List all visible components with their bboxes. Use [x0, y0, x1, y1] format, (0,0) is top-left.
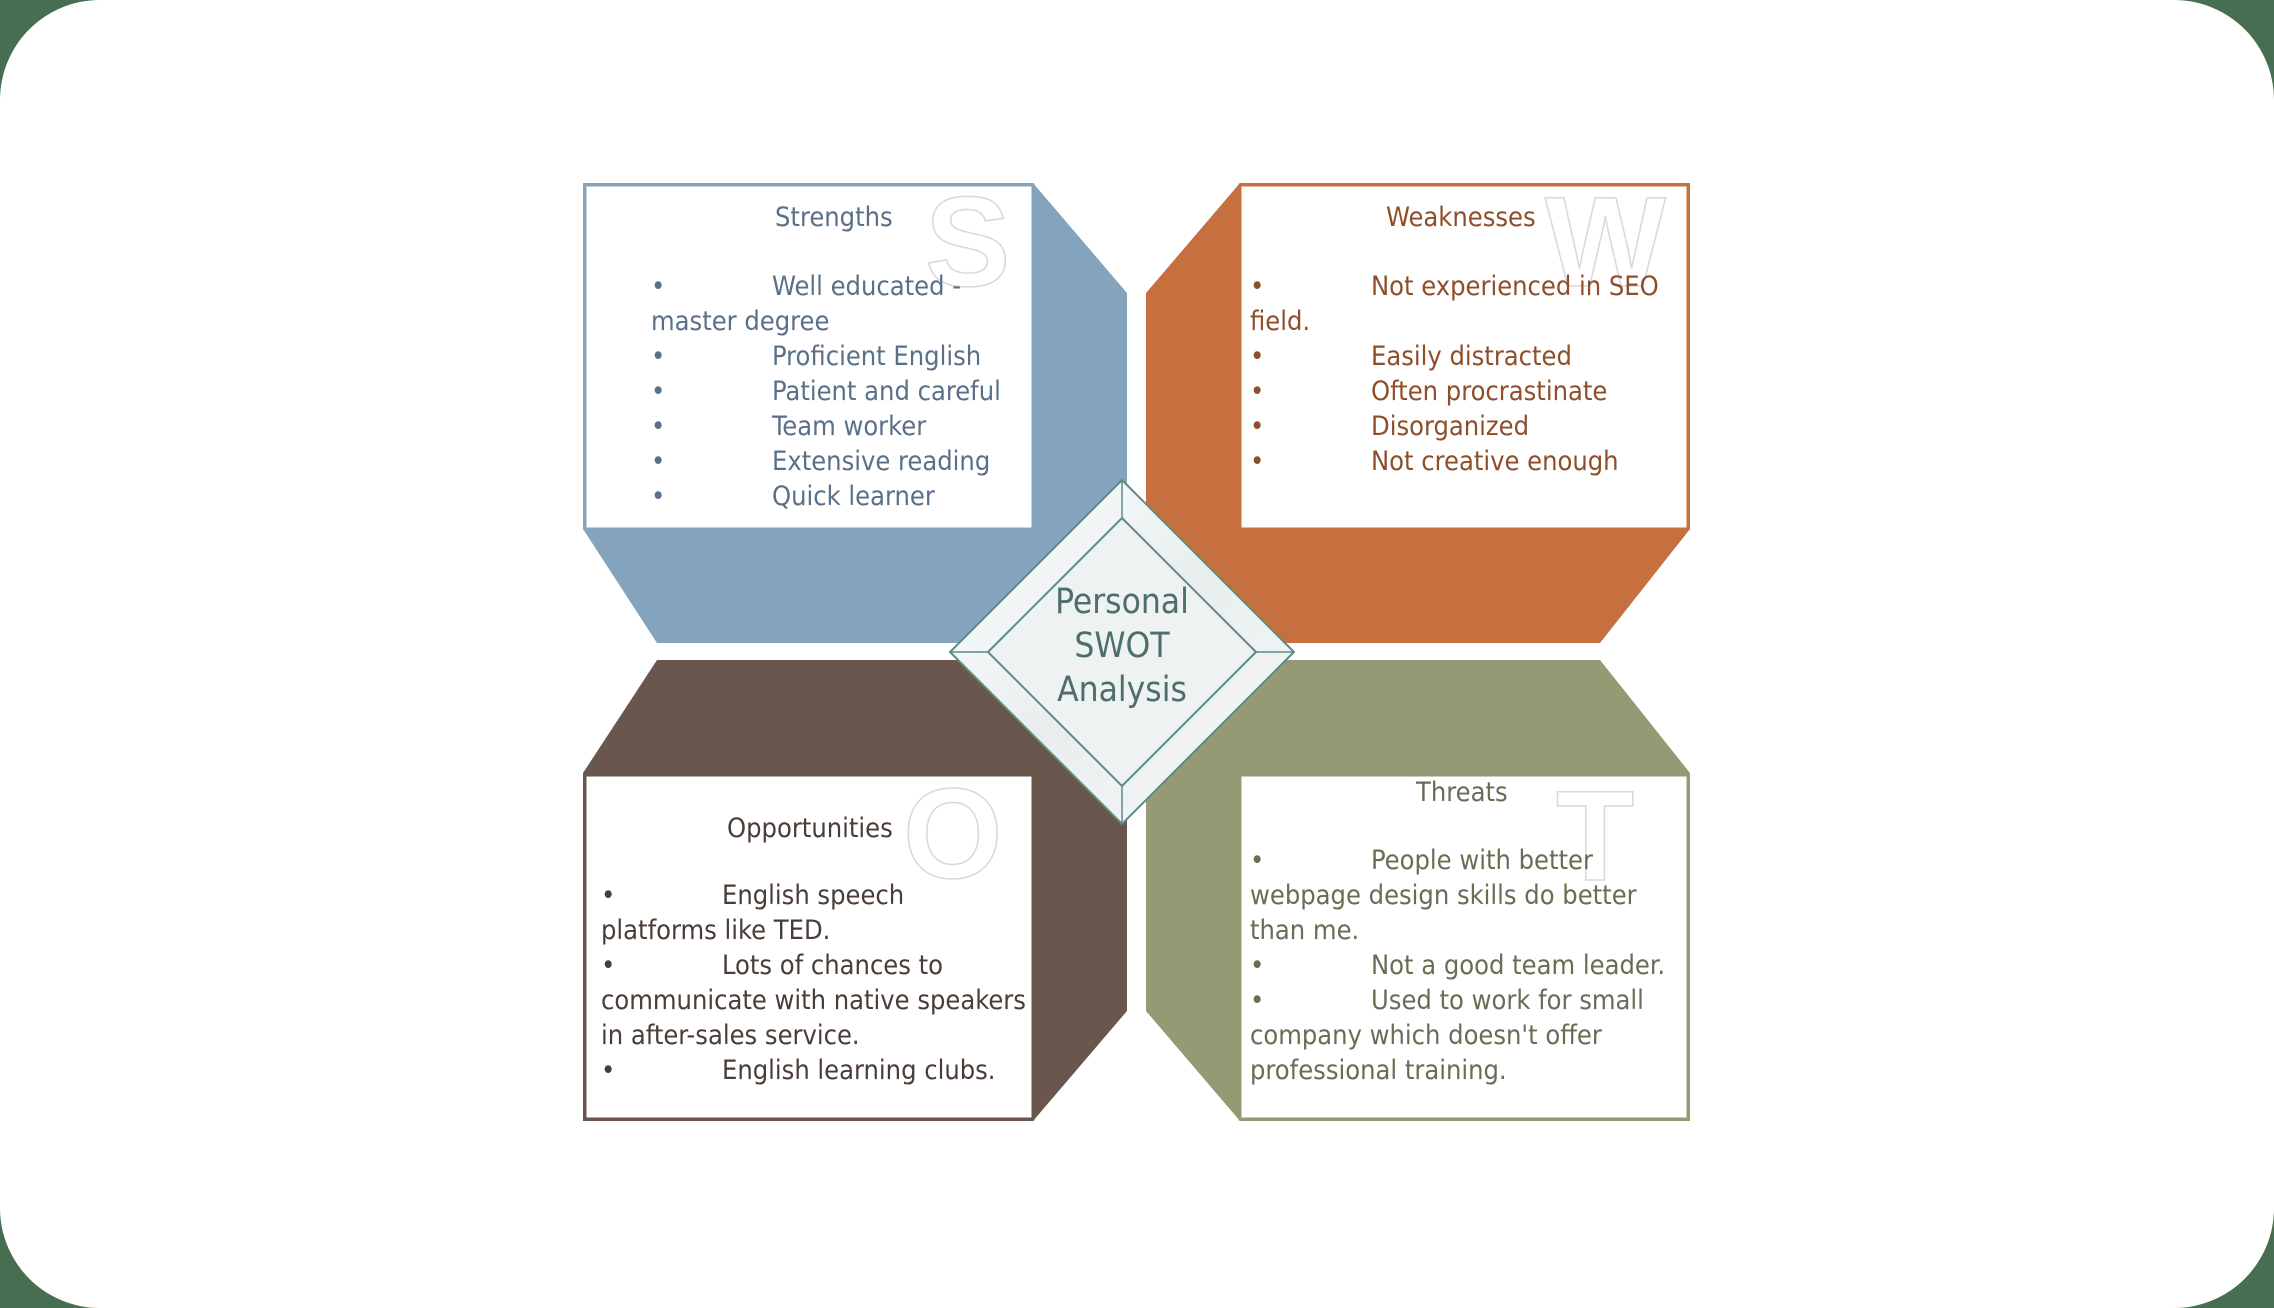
threats-list: •People with better webpage design skill…: [1250, 843, 1680, 1088]
list-item: •Not creative enough: [1250, 446, 1619, 477]
bullet-icon: •: [651, 341, 666, 372]
list-item: •Not a good team leader.: [1250, 950, 1666, 981]
center-title-line-1: Personal: [1055, 582, 1189, 622]
opportunities-list: •English speech platforms like TED. •Lot…: [601, 878, 1026, 1088]
center-title-line-3: Analysis: [1057, 670, 1187, 710]
opportunities-title: Opportunities: [727, 813, 893, 844]
list-item: •People with better webpage design skill…: [1250, 845, 1637, 946]
center-title-line-2: SWOT: [1074, 626, 1170, 666]
bullet-icon: •: [651, 411, 666, 442]
bullet-icon: •: [1250, 950, 1265, 981]
weaknesses-list: •Not experienced in SEO field. •Easily d…: [1250, 269, 1680, 479]
weaknesses-title: Weaknesses: [1386, 202, 1536, 233]
bullet-icon: •: [651, 481, 666, 512]
bullet-icon: •: [1250, 411, 1265, 442]
opportunities-panel: [583, 773, 1035, 1121]
threats-panel: [1238, 773, 1690, 1121]
opportunities-watermark-letter: O: [902, 775, 1003, 906]
bullet-icon: •: [1250, 845, 1265, 876]
strengths-list: •Well educated - master degree •Proficie…: [651, 269, 1026, 514]
bullet-icon: •: [1250, 985, 1265, 1016]
strengths-panel: [583, 183, 1035, 531]
list-item: •Well educated - master degree: [651, 271, 961, 337]
bullet-icon: •: [1250, 271, 1265, 302]
opportunities-quadrant: O Opportunities •English speech platform…: [585, 775, 1033, 1119]
bullet-icon: •: [601, 950, 616, 981]
bullet-icon: •: [1250, 446, 1265, 477]
bullet-icon: •: [1250, 341, 1265, 372]
center-title: Personal SWOT Analysis: [1022, 580, 1222, 712]
list-item: •English speech platforms like TED.: [601, 880, 905, 946]
bullet-icon: •: [651, 271, 666, 302]
threats-title: Threats: [1416, 777, 1508, 808]
list-item: •Easily distracted: [1250, 341, 1572, 372]
list-item: •Patient and careful: [651, 376, 1001, 407]
list-item: •Proficient English: [651, 341, 982, 372]
bullet-icon: •: [601, 880, 616, 911]
strengths-watermark-letter: S: [924, 185, 1011, 314]
bullet-icon: •: [1250, 376, 1265, 407]
bullet-icon: •: [651, 376, 666, 407]
list-item: •Often procrastinate: [1250, 376, 1608, 407]
strengths-title: Strengths: [775, 202, 893, 233]
list-item: •English learning clubs.: [601, 1055, 996, 1086]
bullet-icon: •: [601, 1055, 616, 1086]
threats-quadrant: T Threats •People with better webpage de…: [1240, 775, 1688, 1119]
list-item: •Disorganized: [1250, 411, 1530, 442]
threats-watermark-letter: T: [1555, 775, 1635, 908]
list-item: •Extensive reading: [651, 446, 991, 477]
list-item: •Team worker: [651, 411, 927, 442]
weaknesses-panel: [1238, 183, 1690, 531]
list-item: •Quick learner: [651, 481, 935, 512]
weaknesses-quadrant: W Weaknesses •Not experienced in SEO fie…: [1240, 185, 1688, 529]
list-item: •Not experienced in SEO field.: [1250, 271, 1659, 337]
list-item: •Lots of chances to communicate with nat…: [601, 950, 1026, 1051]
list-item: •Used to work for small company which do…: [1250, 985, 1644, 1086]
weaknesses-watermark-letter: W: [1544, 185, 1666, 314]
bullet-icon: •: [651, 446, 666, 477]
strengths-quadrant: S Strengths •Well educated - master degr…: [585, 185, 1033, 529]
